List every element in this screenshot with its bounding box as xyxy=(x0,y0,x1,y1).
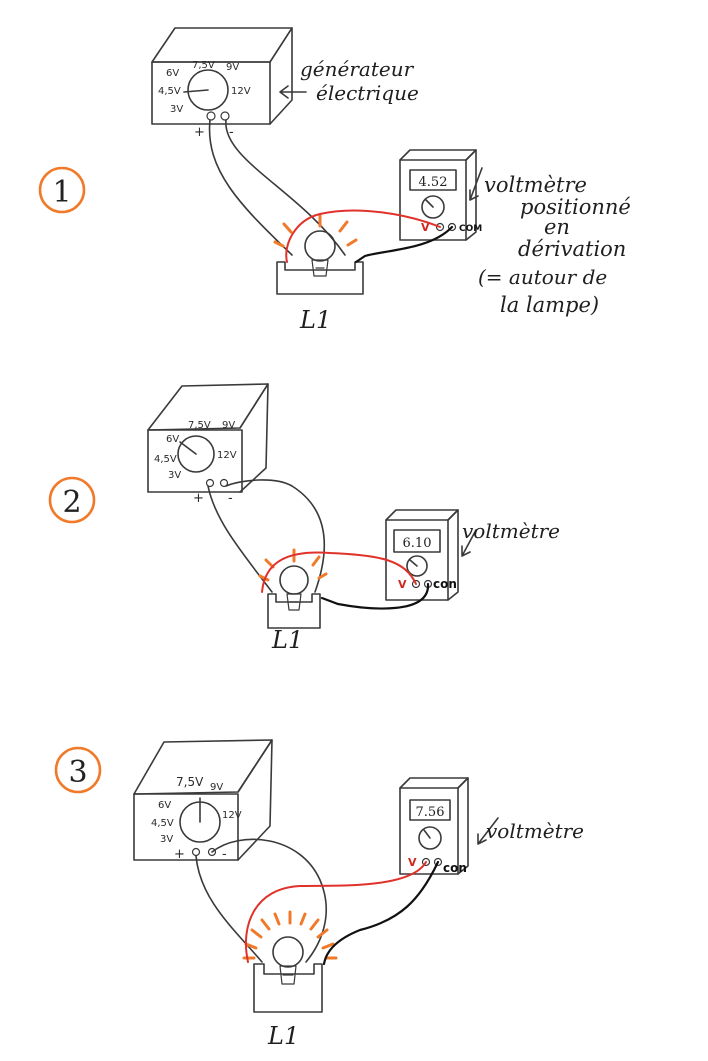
voltmeter-arrow-1 xyxy=(469,167,483,201)
dial-label-9v-2: 9V xyxy=(222,420,235,431)
dial-label-75v-2: 7,5V xyxy=(188,420,211,431)
voltmeter-3: 7.56 V con xyxy=(399,777,469,875)
generator-1: 6V 7,5V 9V 4,5V 12V 3V + - xyxy=(151,27,293,140)
v-terminal-label-1: V xyxy=(421,221,430,234)
dial-label-45v-1: 4,5V xyxy=(158,86,181,97)
generator-caption-line1: générateur xyxy=(300,57,415,81)
voltage-dial-1 xyxy=(187,69,229,111)
plus-label-1: + xyxy=(194,125,205,140)
red-wire-2 xyxy=(261,551,417,593)
voltmeter-note-line5: (= autour de xyxy=(478,265,607,289)
lamp-3: L1 xyxy=(242,910,338,1050)
dial-label-9v-3: 9V xyxy=(210,782,223,793)
dial-label-6v-1: 6V xyxy=(166,68,179,79)
black-wire-3 xyxy=(322,860,440,966)
dial-label-75v-3: 7,5V xyxy=(176,775,204,789)
wire-plus-3 xyxy=(195,855,263,963)
red-wire-3 xyxy=(244,861,427,963)
generator-caption-line2: électrique xyxy=(316,81,419,105)
step-circle-3 xyxy=(54,746,102,794)
black-wire-2 xyxy=(320,582,430,610)
dial-label-6v-2: 6V xyxy=(166,434,179,445)
plus-label-2: + xyxy=(193,491,204,506)
wire-minus-3 xyxy=(211,838,328,963)
generator-3: 6V 7,5V 9V 4,5V 12V 3V + - xyxy=(133,739,273,862)
minus-label-2: - xyxy=(228,491,233,506)
voltage-dial-2 xyxy=(177,435,215,473)
step-circle-2 xyxy=(48,476,96,524)
dial-label-12v-2: 12V xyxy=(217,450,237,461)
com-terminal-label-2: con xyxy=(433,577,457,591)
circuit-1: 1 6V 7,5V 9V 4,5V 12V 3V + - générateur … xyxy=(38,27,631,334)
dial-label-12v-1: 12V xyxy=(231,86,251,97)
generator-arrow-1 xyxy=(279,85,307,99)
minus-label-1: - xyxy=(229,125,234,140)
voltmeter-reading-1: 4.52 xyxy=(419,175,448,190)
plus-terminal-3 xyxy=(191,847,201,857)
plus-label-3: + xyxy=(174,847,185,862)
dial-label-45v-3: 4,5V xyxy=(151,818,174,829)
wire-minus-1 xyxy=(225,119,346,256)
dial-label-75v-1: 7,5V xyxy=(192,60,215,71)
minus-terminal-3 xyxy=(207,847,217,857)
circuit-3: 3 6V 7,5V 9V 4,5V 12V 3V + - L1 xyxy=(54,739,584,1050)
dial-label-9v-1: 9V xyxy=(226,62,239,73)
voltmeter-2: 6.10 V con xyxy=(385,509,459,601)
dial-label-3v-3: 3V xyxy=(160,834,173,845)
voltmeter-note-line1: voltmètre xyxy=(484,173,587,197)
voltmeter-note-line6: la lampe) xyxy=(500,293,599,317)
plus-terminal-1 xyxy=(206,111,216,121)
voltmeter-reading-2: 6.10 xyxy=(403,536,432,551)
wire-plus-1 xyxy=(208,119,293,256)
step-number-2: 2 xyxy=(62,485,81,520)
dial-label-6v-3: 6V xyxy=(158,800,171,811)
dial-label-12v-3: 12V xyxy=(222,810,242,821)
voltmeter-note-line3: en xyxy=(544,215,570,239)
step-number-3: 3 xyxy=(68,755,87,790)
voltmeter-label-3: voltmètre xyxy=(486,819,584,843)
circuit-2: 2 6V 7,5V 9V 4,5V 12V 3V + - L1 xyxy=(48,383,560,654)
lamp-label-1: L1 xyxy=(299,306,331,334)
minus-label-3: - xyxy=(222,847,227,862)
voltmeter-note-line2: positionné xyxy=(520,195,631,219)
black-wire-1 xyxy=(354,225,454,264)
red-wire-1 xyxy=(285,209,441,263)
voltmeter-label-2: voltmètre xyxy=(462,519,560,543)
step-circle-1 xyxy=(38,166,86,214)
voltmeter-arrow-3 xyxy=(477,817,499,845)
dial-label-3v-2: 3V xyxy=(168,470,181,481)
com-terminal-label-3: con xyxy=(443,861,467,875)
lamp-label-3: L1 xyxy=(267,1022,299,1050)
voltmeter-note-line4: dérivation xyxy=(518,237,626,261)
com-terminal-label-1: COM xyxy=(459,224,482,234)
minus-terminal-1 xyxy=(220,111,230,121)
lamp-label-2: L1 xyxy=(271,626,303,654)
dial-label-45v-2: 4,5V xyxy=(154,454,177,465)
v-terminal-label-3: V xyxy=(408,856,417,869)
voltmeter-arrow-2 xyxy=(461,529,477,557)
lamp-1: L1 xyxy=(273,213,364,334)
step-number-1: 1 xyxy=(52,175,71,210)
voltmeter-reading-3: 7.56 xyxy=(416,805,445,820)
plus-terminal-2 xyxy=(205,478,215,488)
wire-minus-2 xyxy=(225,479,326,593)
minus-terminal-2 xyxy=(219,478,229,488)
v-terminal-label-2: V xyxy=(398,578,407,591)
lamp-2: L1 xyxy=(258,548,328,654)
dial-label-3v-1: 3V xyxy=(170,104,183,115)
